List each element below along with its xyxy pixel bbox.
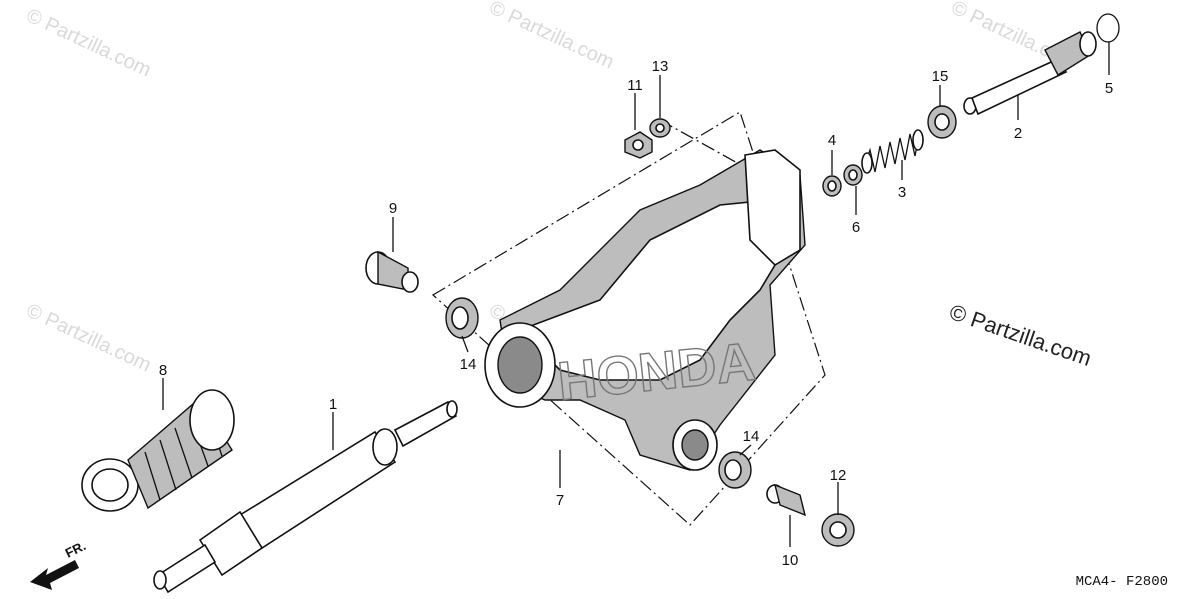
nut-part[interactable] [624, 131, 653, 159]
callout-14-right: 14 [743, 428, 760, 445]
shaft-part[interactable] [963, 31, 1097, 116]
leader-line [659, 119, 751, 171]
circlip-part[interactable] [1096, 13, 1120, 43]
callout-11: 11 [627, 77, 643, 94]
callouts: 1 2 3 4 5 6 7 8 9 10 11 12 13 14 14 15 [159, 58, 1113, 569]
callout-13: 13 [652, 58, 669, 75]
callout-1: 1 [329, 396, 337, 413]
front-arrow-icon [30, 560, 79, 590]
callout-2: 2 [1014, 125, 1022, 142]
washer-part[interactable] [649, 118, 671, 138]
leader-lines [162, 42, 1110, 547]
callout-10: 10 [782, 552, 799, 569]
callout-9: 9 [389, 200, 397, 217]
callout-12: 12 [830, 467, 847, 484]
spring-part[interactable] [861, 129, 924, 174]
watermark: © Partzilla.com [23, 300, 154, 377]
boot-part[interactable] [81, 389, 235, 512]
watermark: © Partzilla.com [23, 5, 154, 82]
bearing-15-part[interactable] [927, 105, 957, 139]
callout-7: 7 [556, 492, 564, 509]
washer-4-part[interactable] [822, 175, 842, 197]
copyright-notice: © Partzilla.com [946, 299, 1094, 371]
drive-shaft-part[interactable] [153, 400, 458, 594]
bearing-part-right[interactable] [718, 451, 752, 489]
callout-8: 8 [159, 362, 167, 379]
bearing-part-left[interactable] [445, 297, 479, 339]
axle-bolt-part[interactable] [766, 483, 807, 517]
swingarm-part[interactable]: HONDA [484, 149, 806, 471]
callout-4: 4 [828, 132, 836, 149]
callout-6: 6 [852, 219, 860, 236]
assembly-outline [431, 111, 826, 526]
callout-14-left: 14 [460, 356, 477, 373]
drawing-code: MCA4- F2800 [1076, 574, 1168, 590]
pivot-bolt-part[interactable] [365, 250, 419, 293]
watermark: © Partzilla.com [486, 0, 617, 73]
axle-nut-part[interactable] [821, 513, 855, 547]
callout-15: 15 [932, 68, 949, 85]
front-label: FR. [63, 538, 88, 561]
callout-3: 3 [898, 184, 906, 201]
callout-5: 5 [1105, 80, 1113, 97]
front-direction-marker: FR. [30, 538, 88, 590]
washer-6-part[interactable] [843, 164, 863, 186]
